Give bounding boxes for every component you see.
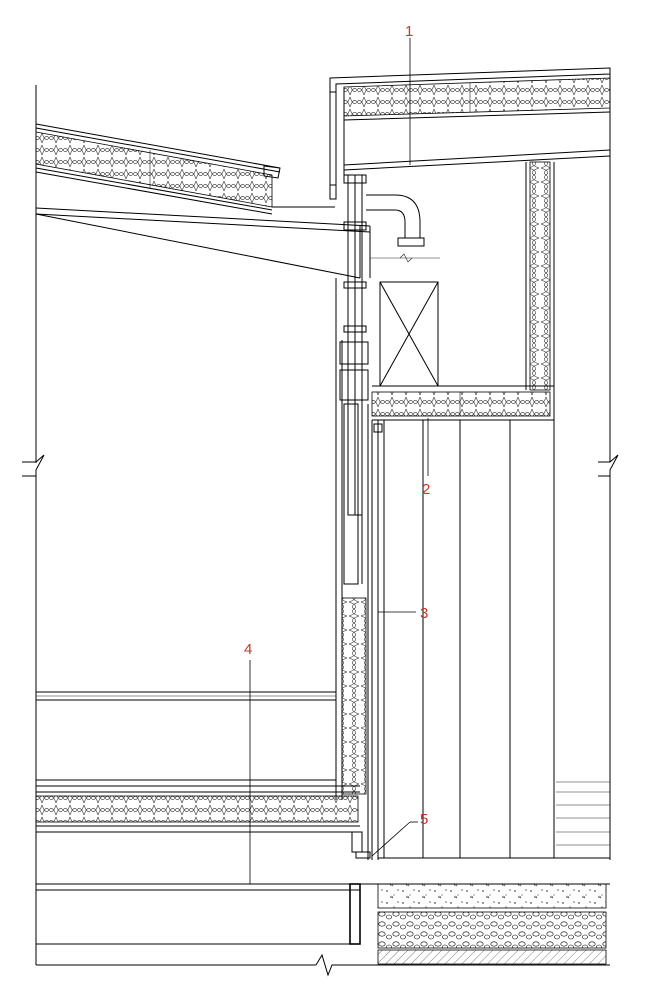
callout-1-label: 1 [405, 23, 413, 40]
downpipe [366, 194, 440, 263]
callout-3-label: 3 [420, 605, 428, 622]
callout-5-label: 5 [420, 811, 428, 828]
wall-framing [335, 278, 383, 860]
callout-3: 3 [378, 605, 428, 622]
callout-2: 2 [422, 418, 430, 498]
right-upper-wall [525, 161, 555, 420]
callout-4-label: 4 [244, 641, 252, 658]
left-wall-edge [22, 85, 45, 965]
ventilation-box [379, 281, 439, 387]
callout-5: 5 [371, 811, 428, 857]
callout-4: 4 [244, 641, 252, 884]
foundation [36, 883, 610, 977]
callout-2-label: 2 [422, 481, 430, 498]
vertical-cladding [378, 420, 555, 859]
interior-floor [35, 691, 610, 945]
upper-flat-roof [329, 67, 619, 860]
deck-steps [554, 781, 610, 859]
insulated-soffit [371, 385, 554, 421]
callout-1: 1 [405, 23, 413, 165]
steel-column [329, 174, 367, 516]
left-sloped-roof [35, 123, 371, 279]
